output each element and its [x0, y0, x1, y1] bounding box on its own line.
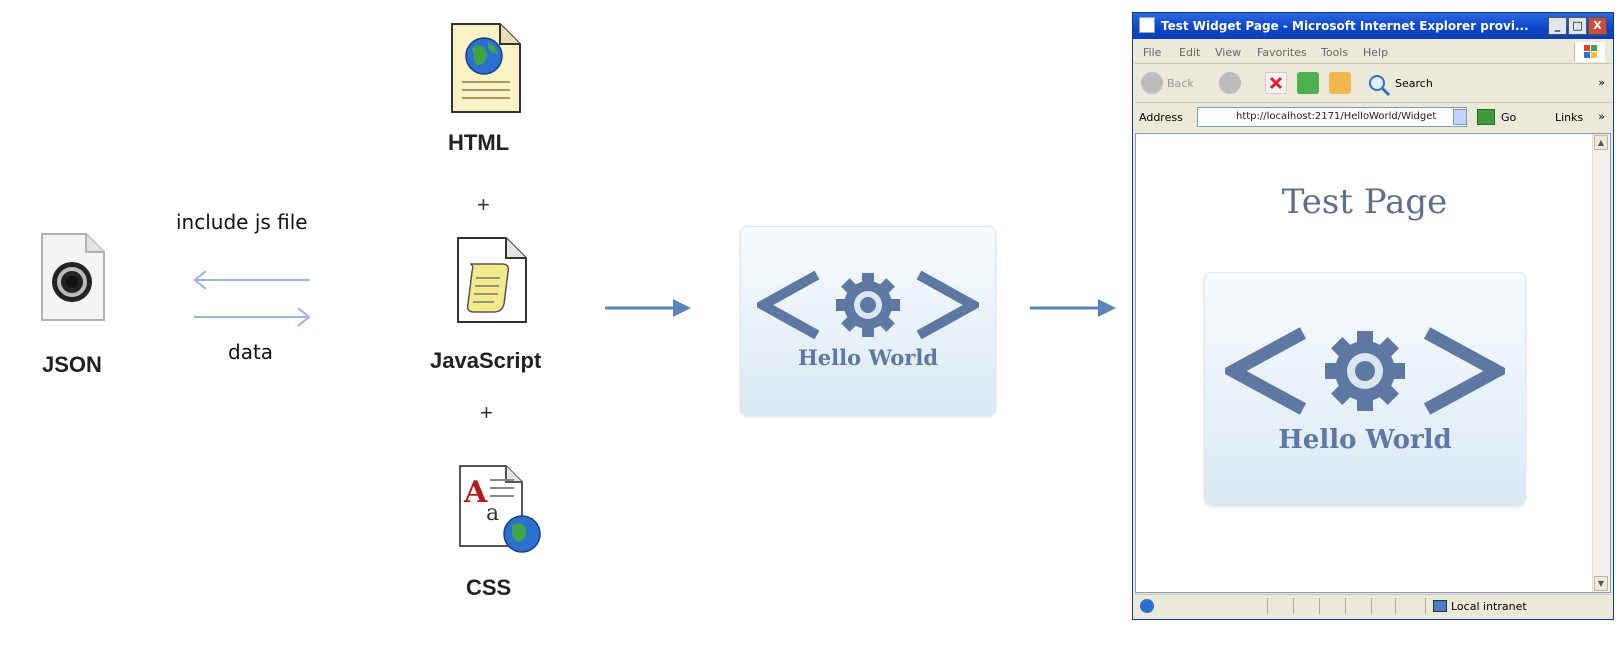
- home-button[interactable]: [1329, 72, 1351, 94]
- svg-text:A: A: [463, 475, 488, 510]
- address-dropdown-button[interactable]: [1453, 109, 1467, 125]
- json-file-icon: [41, 233, 105, 321]
- links-button[interactable]: Links: [1555, 111, 1584, 124]
- greater-than-icon: [916, 270, 979, 340]
- html-label: HTML: [448, 130, 510, 155]
- menu-help[interactable]: Help: [1363, 46, 1389, 59]
- forward-button[interactable]: [1219, 72, 1241, 94]
- data-arrowhead: [297, 307, 311, 327]
- scroll-up-button[interactable]: ▲: [1594, 135, 1608, 150]
- plus-sign-2: +: [480, 400, 493, 425]
- toolbar-chevron[interactable]: »: [1598, 76, 1605, 89]
- widget-card: Hello World: [740, 226, 996, 416]
- scroll-down-button[interactable]: ▼: [1594, 576, 1608, 591]
- script-file-icon: [457, 237, 527, 323]
- address-bar: Address http://localhost:2171/HelloWorld…: [1135, 104, 1611, 130]
- greater-than-icon: [1423, 327, 1505, 415]
- address-input[interactable]: http://localhost:2171/HelloWorld/Widget: [1197, 107, 1467, 127]
- vertical-scrollbar[interactable]: ▲ ▼: [1592, 134, 1610, 592]
- exchange-arrows: [193, 270, 311, 327]
- stop-button[interactable]: [1265, 72, 1287, 94]
- javascript-label: JavaScript: [430, 348, 542, 373]
- minimize-button[interactable]: _: [1548, 17, 1567, 35]
- menu-file[interactable]: File: [1143, 46, 1162, 59]
- refresh-button[interactable]: [1297, 72, 1319, 94]
- toolbar: Back Search »: [1135, 64, 1611, 103]
- css-label: CSS: [466, 575, 512, 600]
- widget-code-glyph: [757, 270, 979, 340]
- security-zone-label: Local intranet: [1451, 600, 1527, 613]
- go-arrow-icon[interactable]: [1477, 109, 1495, 125]
- embedded-widget-card: Hello World: [1204, 272, 1526, 506]
- stylesheet-file-icon: A a: [459, 465, 541, 553]
- title-bar[interactable]: Test Widget Page - Microsoft Internet Ex…: [1133, 13, 1613, 39]
- svg-text:a: a: [486, 501, 499, 526]
- gear-icon: [1325, 331, 1405, 411]
- intranet-zone-icon: [1433, 600, 1447, 612]
- windows-logo-icon: [1574, 42, 1605, 62]
- gear-icon: [836, 273, 900, 337]
- ie-page-icon: [1139, 17, 1155, 33]
- menu-tools[interactable]: Tools: [1321, 46, 1349, 59]
- back-button[interactable]: [1141, 72, 1163, 94]
- go-button[interactable]: Go: [1501, 111, 1517, 124]
- widget-hello-text: Hello World: [797, 345, 939, 370]
- search-icon[interactable]: [1367, 73, 1391, 97]
- page-viewport: ▲ ▼ Test Page: [1135, 133, 1611, 593]
- back-label: Back: [1167, 77, 1194, 90]
- include-js-label: include js file: [176, 210, 308, 234]
- embedded-widget-code-glyph: [1225, 327, 1505, 415]
- close-button[interactable]: X: [1588, 17, 1607, 35]
- request-arrowhead: [193, 270, 207, 290]
- search-label[interactable]: Search: [1395, 77, 1433, 90]
- maximize-button[interactable]: □: [1568, 17, 1587, 35]
- flow-arrow-1: [605, 299, 691, 317]
- links-chevron[interactable]: »: [1598, 110, 1605, 123]
- browser-window: Test Widget Page - Microsoft Internet Ex…: [1132, 12, 1614, 620]
- flow-arrow-2: [1030, 299, 1116, 317]
- less-than-icon: [1225, 327, 1307, 415]
- menu-edit[interactable]: Edit: [1179, 46, 1201, 59]
- plus-sign-1: +: [477, 192, 490, 217]
- json-label: JSON: [42, 352, 102, 377]
- menu-view[interactable]: View: [1215, 46, 1242, 59]
- menu-bar: File Edit View Favorites Tools Help: [1135, 41, 1611, 64]
- menu-favorites[interactable]: Favorites: [1257, 46, 1307, 59]
- address-label: Address: [1139, 111, 1183, 124]
- page-title: Test Page: [1281, 182, 1448, 222]
- data-label: data: [228, 340, 274, 364]
- status-bar: Local intranet: [1135, 594, 1611, 617]
- html-file-icon: [451, 23, 521, 113]
- window-title: Test Widget Page - Microsoft Internet Ex…: [1161, 19, 1529, 33]
- ie-status-icon: [1140, 599, 1154, 613]
- embedded-widget-hello-text: Hello World: [1278, 425, 1452, 455]
- less-than-icon: [757, 270, 820, 340]
